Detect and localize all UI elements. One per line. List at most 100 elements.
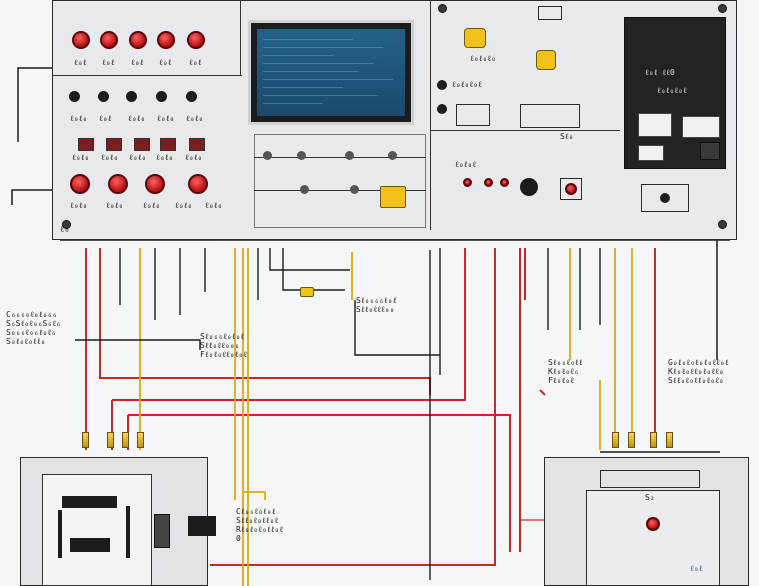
red-button[interactable]	[100, 31, 118, 49]
button-label: ℓ₀ℓ	[102, 58, 115, 67]
button-label: ℓ₀ℓ₀	[186, 114, 204, 123]
screw-icon	[718, 220, 727, 229]
connector-block	[188, 516, 216, 536]
contactor-frame	[456, 104, 490, 126]
red-button[interactable]	[129, 31, 147, 49]
module-window	[638, 113, 672, 137]
panel-divider	[430, 0, 431, 230]
red-button[interactable]	[157, 31, 175, 49]
button-label: ℓ₀ℓ	[99, 114, 112, 123]
terminal-icon	[612, 432, 619, 448]
terminal-icon	[122, 432, 129, 448]
terminal-icon	[107, 432, 114, 448]
switch-label: ℓ₀ℓ₀	[156, 153, 174, 162]
panel-divider	[52, 75, 242, 76]
terminal-icon	[666, 432, 673, 448]
button-label: ℓ₀ℓ₀	[157, 114, 175, 123]
module-marker: S₂	[645, 493, 655, 502]
relay-contact-icon	[350, 185, 359, 194]
black-button[interactable]	[186, 91, 197, 102]
red-button[interactable]	[187, 31, 205, 49]
component-label: ℓ₀ℓ₀ℓ₀	[470, 54, 496, 63]
button-label: ℓ₀ℓ	[131, 58, 144, 67]
relay-contact-icon	[300, 185, 309, 194]
button-label: ℓ₀ℓ₀	[143, 201, 161, 210]
annotation-label: Sℓ₀₆₆₆ℓ₀ℓ Sℓℓ₀ℓℓℓ₀₀	[356, 296, 397, 314]
module-window	[682, 116, 720, 138]
indicator-lamp	[463, 178, 472, 187]
relay-contact-icon	[388, 151, 397, 160]
terminal-icon	[628, 432, 635, 448]
switch-label: ℓ₀ℓ₀	[129, 153, 147, 162]
screw-icon	[438, 4, 447, 13]
selector-knob[interactable]	[464, 28, 486, 48]
button-label: ℓ₀ℓ₀	[175, 201, 193, 210]
black-button[interactable]	[156, 91, 167, 102]
yellow-wires	[139, 248, 633, 586]
fuse-holder	[641, 184, 689, 212]
red-button[interactable]	[72, 31, 90, 49]
indicator-lamp	[484, 178, 493, 187]
red-wires	[85, 248, 656, 566]
terminal-icon	[82, 432, 89, 448]
module-body	[586, 490, 720, 586]
black-button[interactable]	[126, 91, 137, 102]
panel-marker: ℓ₀	[60, 225, 70, 235]
terminal-icon	[650, 432, 657, 448]
left-bracket-lower	[11, 189, 52, 205]
annotation-label: Sℓ₀₆ℓ₀ℓℓ Kℓ₀ℓ₀ℓ₆ Fℓ₀ℓ₀ℓ	[548, 358, 583, 385]
module-frame	[600, 470, 700, 488]
button-label: ℓ₀ℓ₀	[128, 114, 146, 123]
relay-module	[254, 134, 426, 228]
annotation-label: C₆₆₆₀ℓ₀ℓ₀₆₆ S₆Sℓ₀ℓ₀₆S₆ℓ₆ S₀₆₆ℓ₀₆ℓ₀ℓ₆ S₀ℓ…	[6, 310, 61, 346]
black-button[interactable]	[660, 193, 670, 203]
indicator-lamp	[500, 178, 509, 187]
module-bracket	[126, 506, 130, 558]
red-button[interactable]	[108, 174, 128, 194]
button-label: ℓ₀ℓ₀	[70, 114, 88, 123]
module-slot	[62, 496, 117, 508]
toggle-switch[interactable]	[134, 138, 150, 151]
panel-divider	[430, 130, 620, 131]
module-label: ℓ₀ℓ	[690, 564, 703, 573]
selector-knob[interactable]	[536, 50, 556, 70]
toggle-switch[interactable]	[106, 138, 122, 151]
fuse-icon	[380, 186, 406, 208]
black-button[interactable]	[437, 104, 447, 114]
button-label: ℓ₀ℓ₀	[106, 201, 124, 210]
red-button[interactable]	[145, 174, 165, 194]
switch-label: ℓ₀ℓ₀	[185, 153, 203, 162]
button-label: ℓ₀ℓ	[189, 58, 202, 67]
module-bracket	[58, 510, 62, 558]
wire-connector	[300, 287, 314, 297]
toggle-switch[interactable]	[189, 138, 205, 151]
red-button[interactable]	[70, 174, 90, 194]
black-button[interactable]	[69, 91, 80, 102]
relay-row-line	[254, 157, 426, 158]
relay-contact-icon	[263, 151, 272, 160]
button-label: ℓ₀ℓ₀	[70, 201, 88, 210]
annotation-label: Sℓ₀₆₆ℓ₀ℓ₀ℓ Sℓℓ₀ℓℓ₀₀₆ Fℓ₀ℓ₀ℓℓ₀ℓ₀ℓ	[200, 332, 248, 359]
relay-row-line	[254, 190, 426, 191]
black-button[interactable]	[98, 91, 109, 102]
relay-contact-icon	[345, 151, 354, 160]
screw-icon	[62, 220, 71, 229]
black-button[interactable]	[437, 80, 447, 90]
indicator-lamp	[646, 517, 660, 531]
screw-icon	[718, 4, 727, 13]
component-label: ℓ₀ℓ₀ℓ₀ℓ	[452, 80, 482, 89]
red-button[interactable]	[188, 174, 208, 194]
contactor-frame	[520, 104, 580, 128]
module-window	[638, 145, 664, 161]
toggle-switch[interactable]	[78, 138, 94, 151]
module-window	[700, 142, 720, 160]
component-label: Sℓ₀	[560, 132, 574, 141]
indicator-frame	[538, 6, 562, 20]
button-label: ℓ₀ℓ₀	[205, 201, 223, 210]
rotary-knob[interactable]	[520, 178, 538, 196]
relay-contact-icon	[297, 151, 306, 160]
module-slot	[70, 538, 110, 552]
toggle-switch[interactable]	[160, 138, 176, 151]
